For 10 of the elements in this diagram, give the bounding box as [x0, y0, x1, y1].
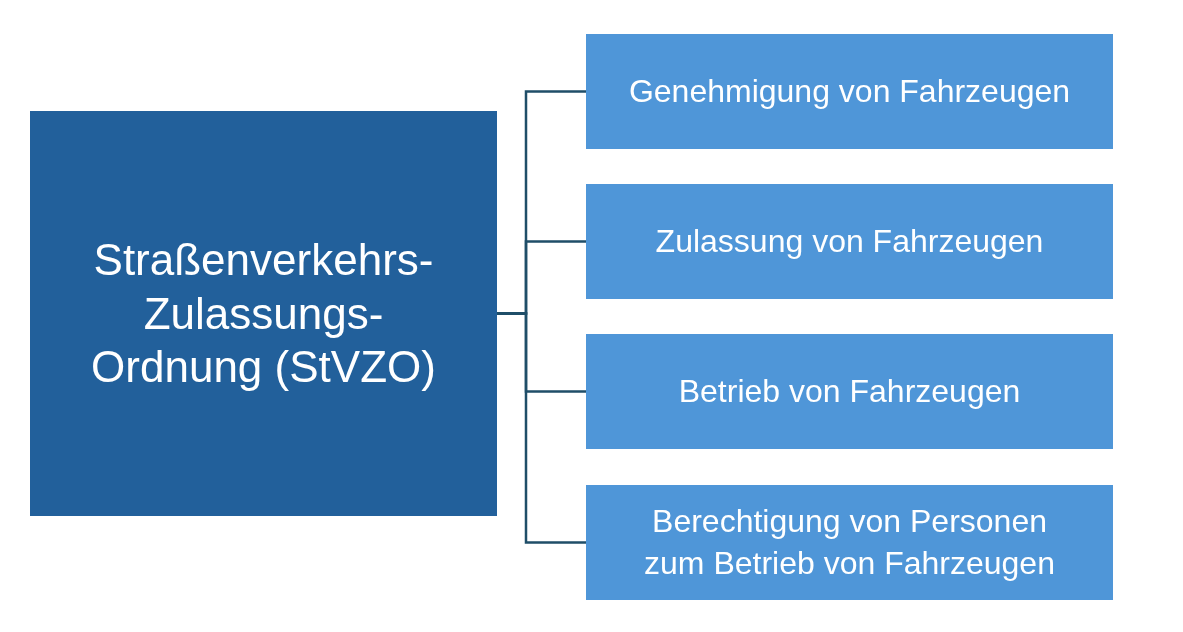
box-label: Betrieb von Fahrzeugen	[678, 371, 1021, 411]
process-box	[586, 184, 1113, 299]
box-label: Genehmigung von Fahrzeugen	[628, 71, 1071, 111]
box-label: Straßenverkehrs- Zulassungs- Ordnung (StVZO)	[90, 234, 437, 394]
process-box	[586, 34, 1113, 149]
box-label: Zulassung von Fahrzeugen	[655, 221, 1044, 261]
process-box	[586, 334, 1113, 449]
box-label: Berechtigung von Personen zum Betrieb von Fahrzeugen	[643, 501, 1056, 583]
process-box	[30, 111, 497, 516]
process-box	[586, 485, 1113, 600]
